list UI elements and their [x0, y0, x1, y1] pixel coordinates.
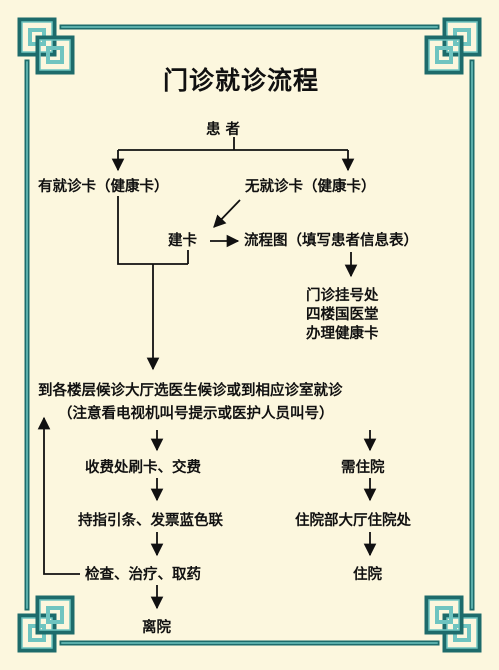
page-title: 门诊就诊流程 [163, 66, 320, 95]
node-waiting-note: （注意看电视机叫号提示或医护人员叫号） [58, 406, 334, 422]
node-hospitalized: 住院 [353, 567, 382, 583]
connector-with-card-merge [117, 196, 188, 265]
node-registration-line: 门诊挂号处 [306, 288, 379, 304]
node-create-card: 建卡 [168, 233, 197, 249]
node-patient: 患 者 [206, 122, 241, 138]
node-inpatient-hall: 住院部大厅住院处 [295, 513, 411, 529]
arrow-to-create-card [213, 199, 241, 228]
node-go-to-waiting: 到各楼层候诊大厅选医生候诊或到相应诊室就诊 [38, 383, 343, 399]
node-guide-slip: 持指引条、发票蓝色联 [78, 513, 223, 529]
arrow-loop-back [37, 416, 80, 575]
node-leave: 离院 [142, 620, 171, 636]
node-flowchart-form: 流程图（填写患者信息表） [244, 233, 418, 249]
node-registration-line: 四楼国医堂 [306, 307, 379, 323]
node-exam-treat: 检查、治疗、取药 [85, 567, 201, 583]
node-with-card: 有就诊卡（健康卡） [38, 179, 169, 195]
node-without-card: 无就诊卡（健康卡） [245, 179, 376, 195]
node-registration-line: 办理健康卡 [306, 326, 379, 342]
node-admission-needed: 需住院 [341, 460, 385, 476]
node-pay: 收费处刷卡、交费 [85, 460, 201, 476]
